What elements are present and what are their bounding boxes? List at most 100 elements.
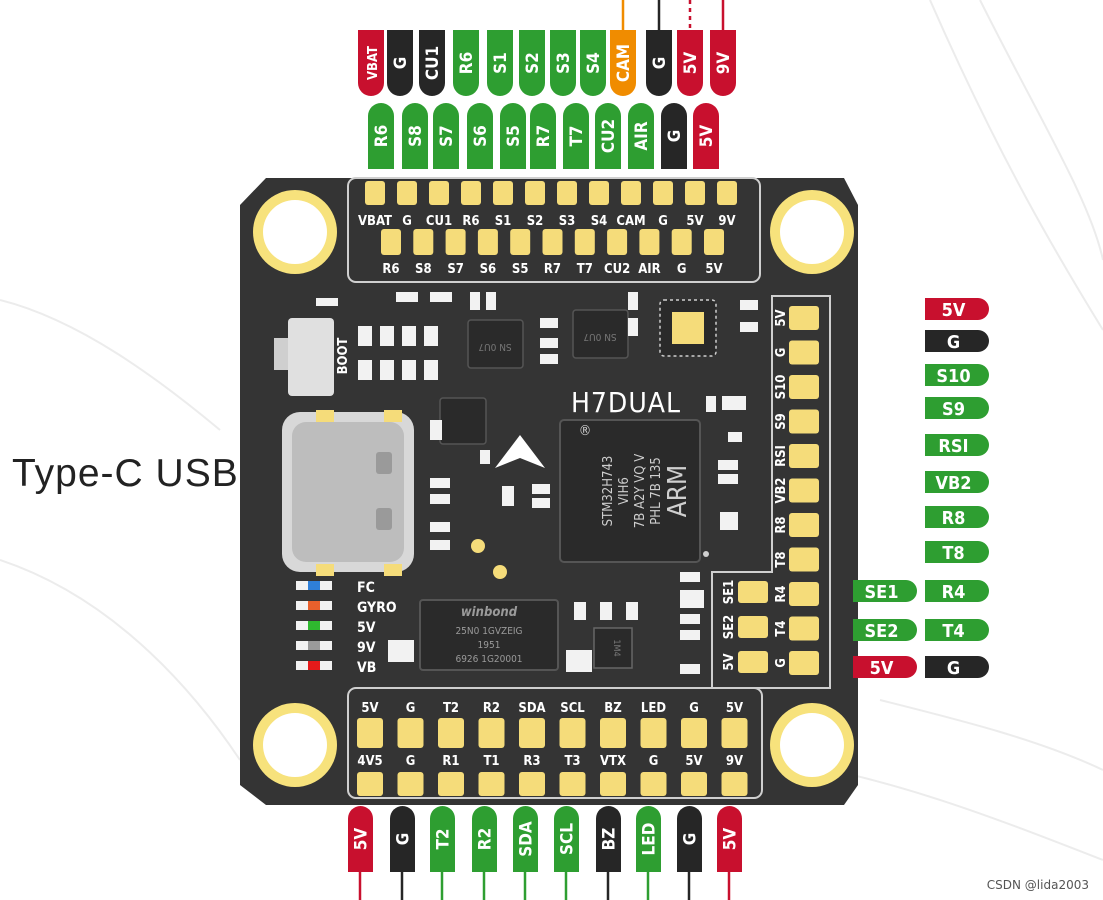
smd-component [480,450,490,464]
pad-label-bottom-row1: SDA [518,701,545,716]
connector-top-row2 [563,103,589,169]
led-pad [320,641,332,650]
usb-type-c-latch [376,508,392,530]
pad-top-row1 [365,181,385,205]
connector-bottom-label: SDA [517,821,537,857]
connector-se [853,580,917,602]
smd-component [430,420,442,440]
pad-bottom-row1 [519,718,545,748]
pad-label-top-row1: R6 [462,214,479,229]
pad-se [738,616,768,638]
connector-right [925,656,989,678]
mcu-marking: VIH6 [617,477,632,505]
connector-top-row2 [402,103,428,169]
connector-top-row1 [710,30,736,96]
flash-marking: 25N0 1GVZEIG [455,626,522,637]
pad-label-top-row2: AIR [638,262,660,277]
status-led [308,621,320,630]
mount-hole [780,713,844,777]
smd-component [470,292,480,310]
pad-label-bottom-row1: SCL [560,701,585,716]
smd-component [574,602,586,620]
smd-component [706,396,716,412]
pad-right [789,616,819,641]
pad-top-row2 [510,229,531,255]
pad-bottom-row2 [559,772,586,796]
mount-hole [263,713,327,777]
pad-se [738,581,768,603]
small-chip [467,319,524,369]
smd-component [430,478,450,488]
connector-se-label: SE1 [865,582,899,603]
board-model-name: H7DUAL [571,386,681,419]
status-led [308,661,320,670]
pad-label-bottom-row2: R3 [523,754,540,769]
pad-bottom-row2 [640,772,667,796]
connector-top-row1-label: G [391,57,411,70]
pad-label-right: G [774,348,789,358]
connector-top-row1-label: CU1 [423,46,443,80]
pad-label-bottom-row1: 5V [361,701,378,716]
pad-bottom-row1 [681,718,707,748]
pad-label-top-row1: S3 [559,214,576,229]
pad-label-bottom-row1: G [689,701,699,716]
pad-bottom-row1 [397,718,424,748]
smd-component [402,326,416,346]
smd-component [430,540,450,550]
test-point [471,539,485,553]
pad-label-bottom-row1: BZ [604,701,621,716]
gyro-chip-pad [672,312,704,344]
connector-top-row2 [433,103,459,169]
connector-right [925,541,989,563]
connector-top-row2 [467,103,493,169]
connector-top-row2 [368,103,394,169]
connector-right [925,330,989,352]
connector-bottom [636,805,661,872]
smd-component [358,360,372,380]
pad-label-top-row2: G [677,262,687,277]
connector-top-row1-label: 5V [681,52,701,75]
smd-component [680,630,700,640]
pad-label-bottom-row1: T2 [443,701,459,716]
smd-component [486,292,496,310]
connector-top-row1 [358,30,384,96]
connector-top-row1 [387,30,413,96]
pad-bottom-row1 [721,718,748,748]
pad-label-top-row1: CAM [616,214,645,229]
bottom-pad-frame [347,687,763,799]
pad-top-row2 [445,229,466,255]
connector-top-row2-label: R7 [534,125,554,147]
pad-label-bottom-row2: G [406,754,416,769]
pad-bottom-row1 [357,718,383,748]
smd-component [388,640,402,662]
pad-bottom-row2 [681,772,707,796]
connector-top-row2 [661,103,687,169]
connector-se-label: SE2 [865,621,899,642]
pad-label-top-row1: VBAT [358,214,392,229]
pad-top-row1 [493,181,513,205]
smd-component [400,640,414,662]
smd-component [680,614,700,624]
connector-right [925,298,989,320]
connector-bottom [390,805,415,872]
connector-right-label: T8 [942,543,964,564]
led-label: 5V [357,620,376,636]
status-led [308,581,320,590]
status-led [308,601,320,610]
smd-component [680,590,692,608]
connector-top-row1 [487,30,513,96]
pad-right [789,547,819,572]
pad-label-bottom-row2: VTX [600,754,626,769]
connector-bottom-label: BZ [600,828,620,851]
pad-label-bottom-row2: 4V5 [357,754,382,769]
connector-top-row1-label: G [650,57,670,70]
smd-component [540,354,558,364]
smd-component [358,326,372,346]
connector-right-label: T4 [942,621,964,642]
pad-top-row1 [589,181,609,205]
pad-label-se: SE1 [722,580,737,605]
pad-label-right: T8 [774,551,789,567]
pad-label-bottom-row2: 5V [685,754,702,769]
